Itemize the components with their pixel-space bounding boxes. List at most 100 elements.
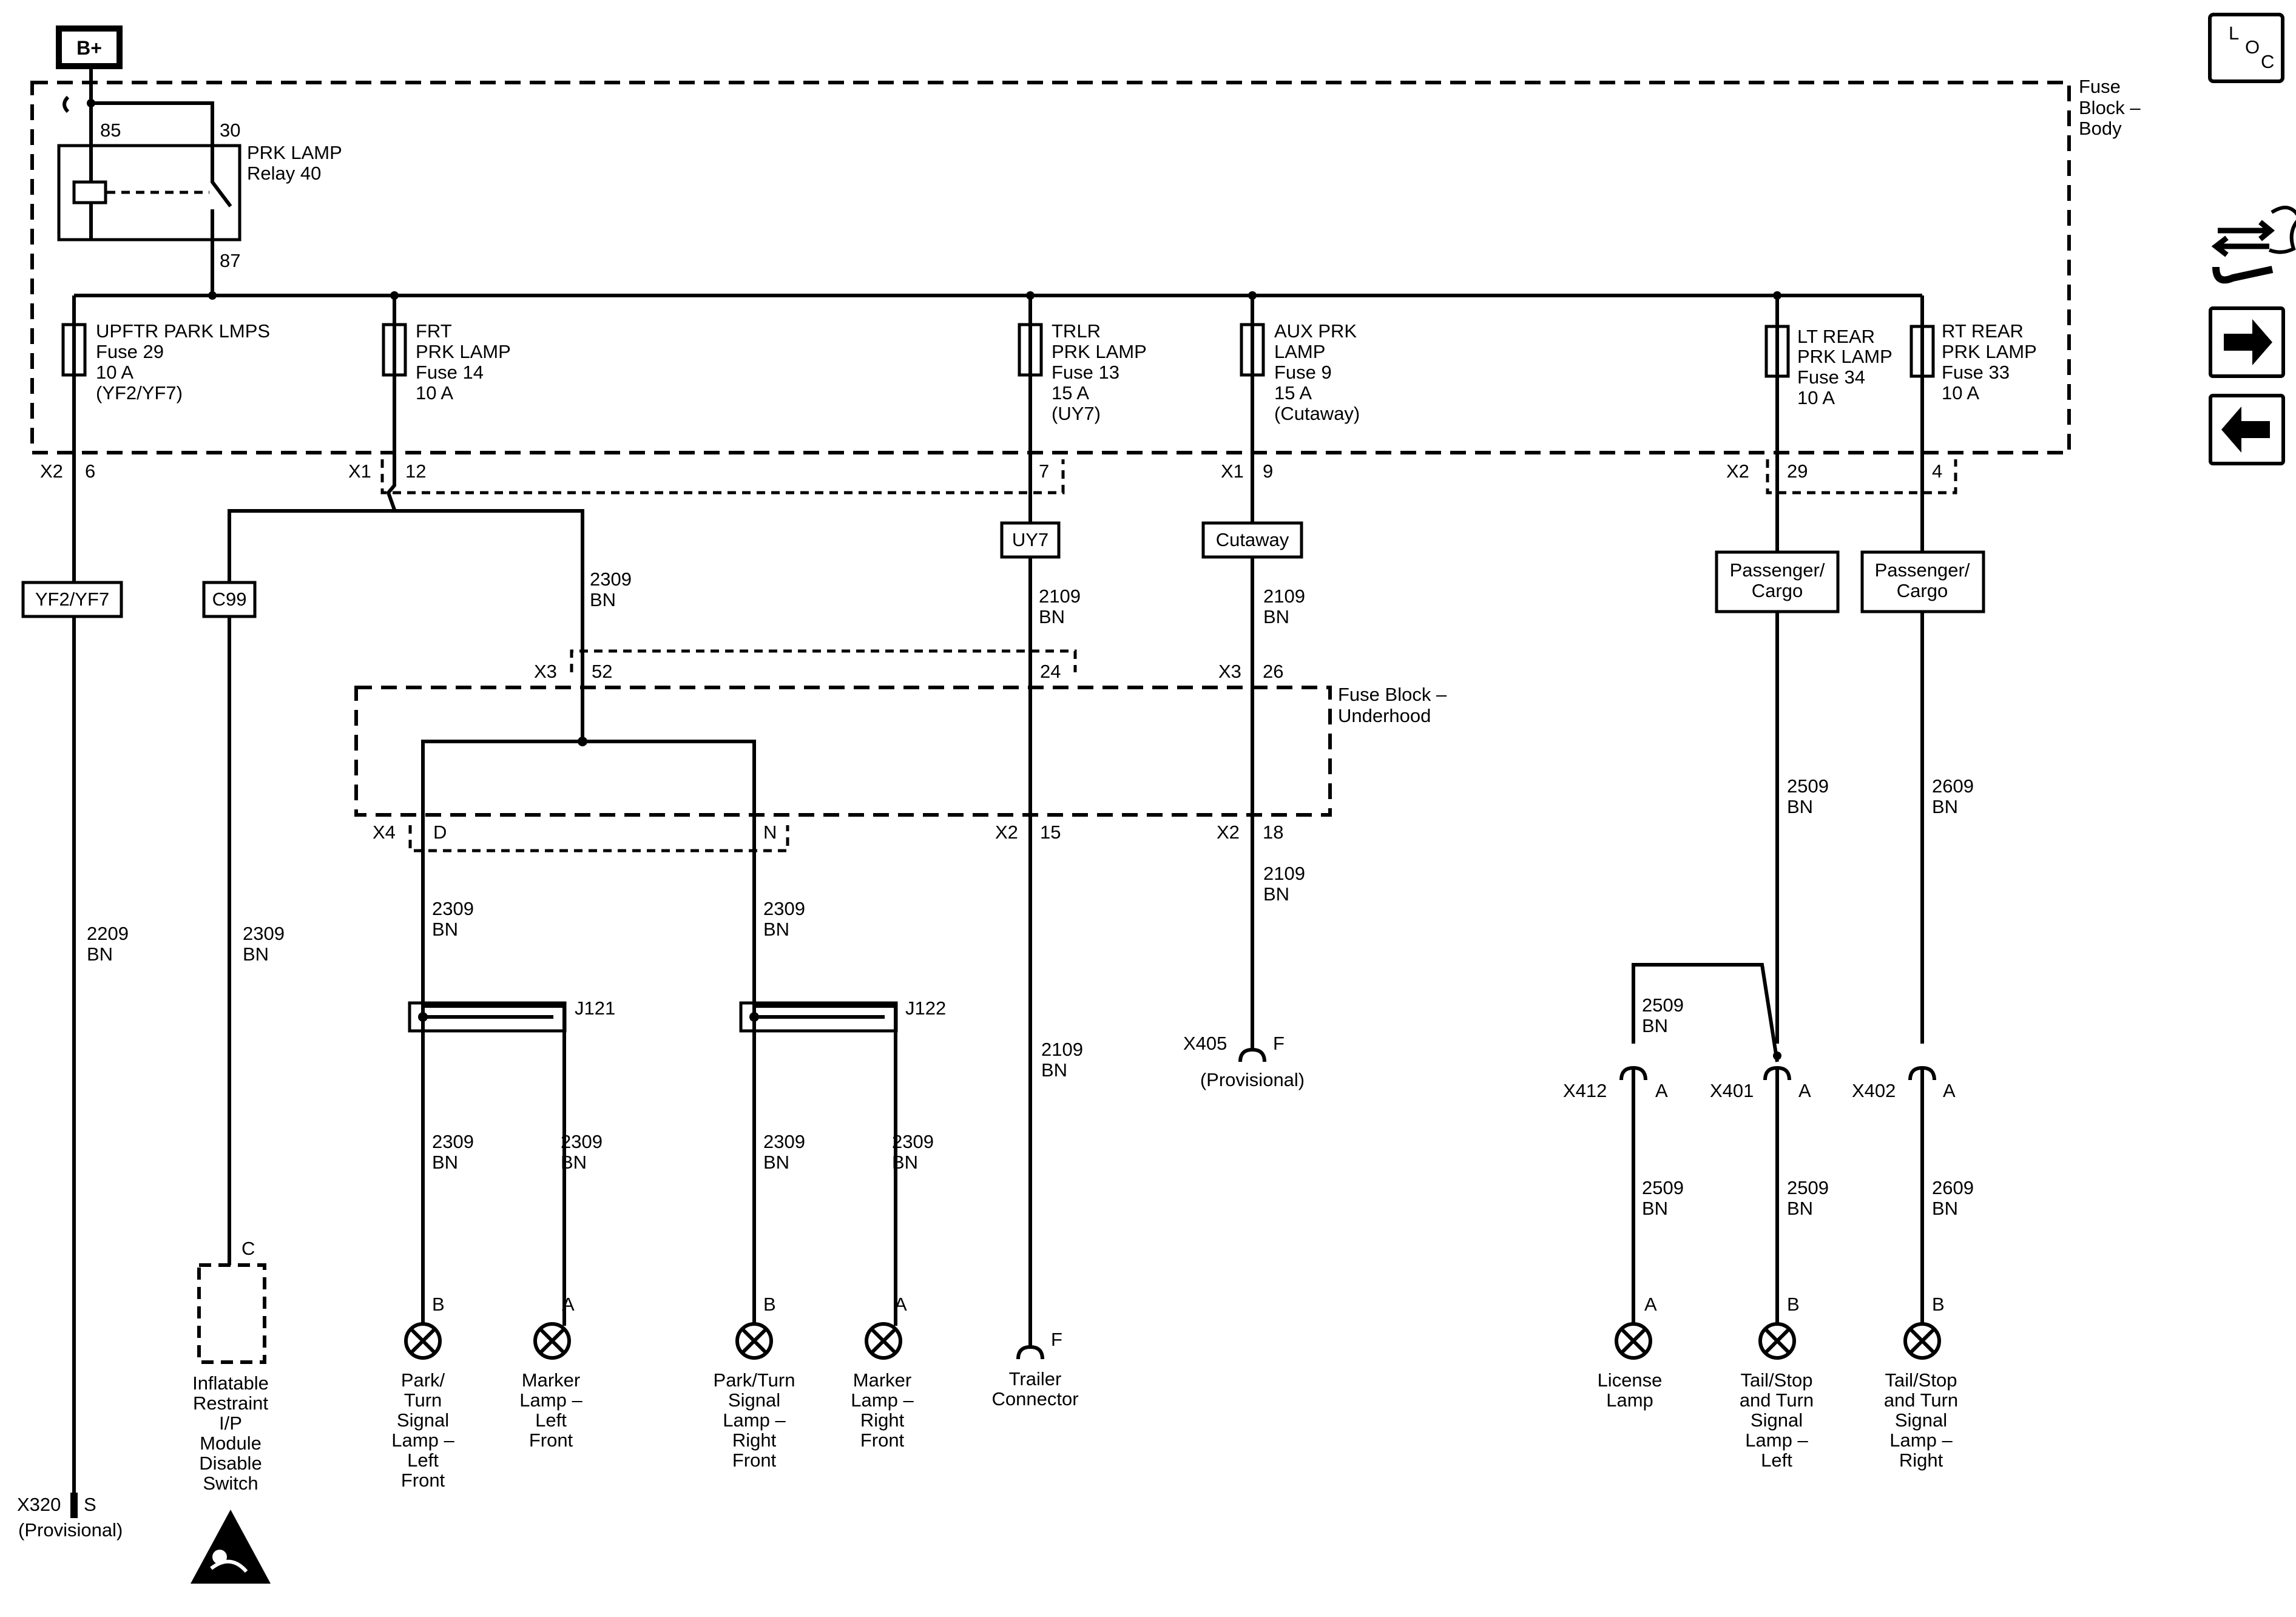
svg-text:and Turn: and Turn — [1740, 1389, 1814, 1411]
svg-text:10 A: 10 A — [416, 382, 453, 403]
svg-text:Fuse 14: Fuse 14 — [416, 362, 484, 383]
svg-text:X320: X320 — [17, 1494, 61, 1515]
svg-text:X2: X2 — [1217, 822, 1240, 843]
connector-views-icon[interactable] — [2211, 206, 2296, 284]
option-uy7: UY7 — [1000, 521, 1061, 559]
connector-x3-26: X3 26 — [1218, 661, 1283, 682]
svg-text:Right: Right — [732, 1430, 777, 1451]
svg-text:(Provisional): (Provisional) — [18, 1519, 123, 1541]
svg-text:Right: Right — [1899, 1450, 1943, 1471]
svg-text:X3: X3 — [534, 661, 557, 682]
svg-text:2309: 2309 — [561, 1131, 603, 1152]
svg-text:X402: X402 — [1852, 1080, 1896, 1101]
svg-text:BN: BN — [1642, 1198, 1668, 1219]
prk-lamp-relay: 85 30 87 PRK LAMP Relay 40 — [57, 120, 342, 271]
svg-text:Tail/Stop: Tail/Stop — [1741, 1369, 1813, 1391]
connector-x2-29: X2 29 — [1726, 459, 1957, 495]
svg-text:BN: BN — [763, 1152, 789, 1173]
svg-text:Fuse 33: Fuse 33 — [1942, 362, 2010, 383]
svg-text:2509: 2509 — [1642, 994, 1684, 1016]
svg-text:2109: 2109 — [1263, 586, 1305, 607]
svg-text:(Provisional): (Provisional) — [1200, 1069, 1305, 1090]
wire-2509-b: 2509 BN — [1642, 994, 1684, 1036]
loc-icon[interactable]: L O C — [2208, 13, 2284, 83]
fuse-14: FRT PRK LAMP Fuse 14 10 A — [382, 295, 511, 453]
svg-text:(UY7): (UY7) — [1052, 403, 1101, 424]
svg-text:Left: Left — [535, 1409, 567, 1431]
tail-stop-turn-lamp-right: B Tail/Stop and Turn Signal Lamp – Right — [1884, 1294, 1958, 1471]
svg-text:BN: BN — [1932, 1198, 1958, 1219]
svg-text:Block –: Block – — [2079, 97, 2141, 118]
option-cutaway: Cutaway — [1201, 521, 1303, 559]
svg-text:Lamp –: Lamp – — [1745, 1430, 1808, 1451]
previous-page-icon[interactable] — [2209, 394, 2285, 465]
svg-text:C: C — [241, 1238, 255, 1259]
wire-2609-a: 2609 BN — [1932, 775, 1974, 817]
svg-text:24: 24 — [1040, 661, 1061, 682]
next-page-icon[interactable] — [2209, 306, 2285, 378]
svg-text:J121: J121 — [575, 998, 615, 1019]
svg-text:TRLR: TRLR — [1052, 320, 1101, 342]
inline-x412: X412 A — [1563, 1065, 1668, 1101]
svg-text:X405: X405 — [1183, 1033, 1227, 1054]
svg-text:F: F — [1051, 1329, 1062, 1350]
svg-text:26: 26 — [1263, 661, 1283, 682]
option-yf2-yf7: YF2/YF7 — [21, 581, 123, 618]
svg-text:J122: J122 — [905, 998, 946, 1019]
svg-text:Turn: Turn — [404, 1389, 442, 1411]
connector-x3-52: X3 52 — [534, 661, 612, 682]
svg-text:Fuse 9: Fuse 9 — [1274, 362, 1332, 383]
svg-text:2309: 2309 — [590, 569, 632, 590]
svg-text:Cutaway: Cutaway — [1216, 529, 1289, 550]
svg-text:A: A — [1644, 1294, 1657, 1315]
svg-text:B: B — [432, 1294, 445, 1315]
wire-2109-a: 2109 BN — [1039, 586, 1081, 627]
svg-text:Signal: Signal — [1895, 1409, 1947, 1431]
svg-text:2509: 2509 — [1787, 775, 1829, 797]
svg-text:2209: 2209 — [87, 923, 129, 944]
svg-text:(YF2/YF7): (YF2/YF7) — [96, 382, 183, 403]
svg-text:PRK LAMP: PRK LAMP — [247, 142, 342, 163]
fuse-33: RT REAR PRK LAMP Fuse 33 10 A — [1909, 295, 2037, 453]
svg-text:Signal: Signal — [1751, 1409, 1803, 1431]
svg-text:BN: BN — [892, 1152, 918, 1173]
inline-x320: X320 S (Provisional) — [17, 1494, 123, 1541]
wire-2109-d: 2109 BN — [1263, 863, 1305, 905]
svg-text:BN: BN — [1041, 1059, 1067, 1081]
svg-text:Fuse 34: Fuse 34 — [1797, 366, 1865, 388]
svg-text:X4: X4 — [373, 822, 396, 843]
svg-text:S: S — [84, 1494, 96, 1515]
svg-text:30: 30 — [220, 120, 240, 141]
marker-lamp-right-front: A Marker Lamp – Right Front — [851, 1294, 914, 1451]
svg-text:Restraint: Restraint — [193, 1393, 268, 1414]
svg-text:2609: 2609 — [1932, 1177, 1974, 1198]
wire-2309-c: 2309 BN — [763, 898, 805, 940]
svg-text:85: 85 — [100, 120, 121, 141]
wire-2109-c: 2109 BN — [1263, 586, 1305, 627]
svg-text:L: L — [2229, 22, 2239, 44]
svg-text:Cargo: Cargo — [1752, 580, 1803, 601]
svg-text:BN: BN — [243, 944, 269, 965]
inline-x402: X402 A — [1852, 1065, 1956, 1101]
svg-text:2509: 2509 — [1787, 1177, 1829, 1198]
connector-x4-d: X4 D — [373, 822, 447, 843]
inline-x405: X405 F (Provisional) — [1183, 1033, 1305, 1090]
svg-text:BN: BN — [1787, 1198, 1813, 1219]
svg-text:Lamp: Lamp — [1606, 1389, 1653, 1411]
svg-text:15 A: 15 A — [1274, 382, 1312, 403]
fuse-34: LT REAR PRK LAMP Fuse 34 10 A — [1764, 295, 1893, 453]
svg-text:Front: Front — [860, 1430, 905, 1451]
svg-text:Right: Right — [860, 1409, 905, 1431]
svg-text:Park/: Park/ — [401, 1369, 445, 1391]
svg-text:15: 15 — [1040, 822, 1061, 843]
svg-text:UPFTR PARK LMPS: UPFTR PARK LMPS — [96, 320, 270, 342]
svg-text:Left: Left — [1761, 1450, 1792, 1471]
svg-text:12: 12 — [405, 461, 426, 482]
svg-text:52: 52 — [592, 661, 612, 682]
svg-text:A: A — [562, 1294, 575, 1315]
svg-text:X2: X2 — [1726, 461, 1749, 482]
connector-x1-12: X1 12 — [348, 459, 1065, 495]
svg-text:Cargo: Cargo — [1897, 580, 1948, 601]
svg-text:BN: BN — [590, 589, 616, 610]
